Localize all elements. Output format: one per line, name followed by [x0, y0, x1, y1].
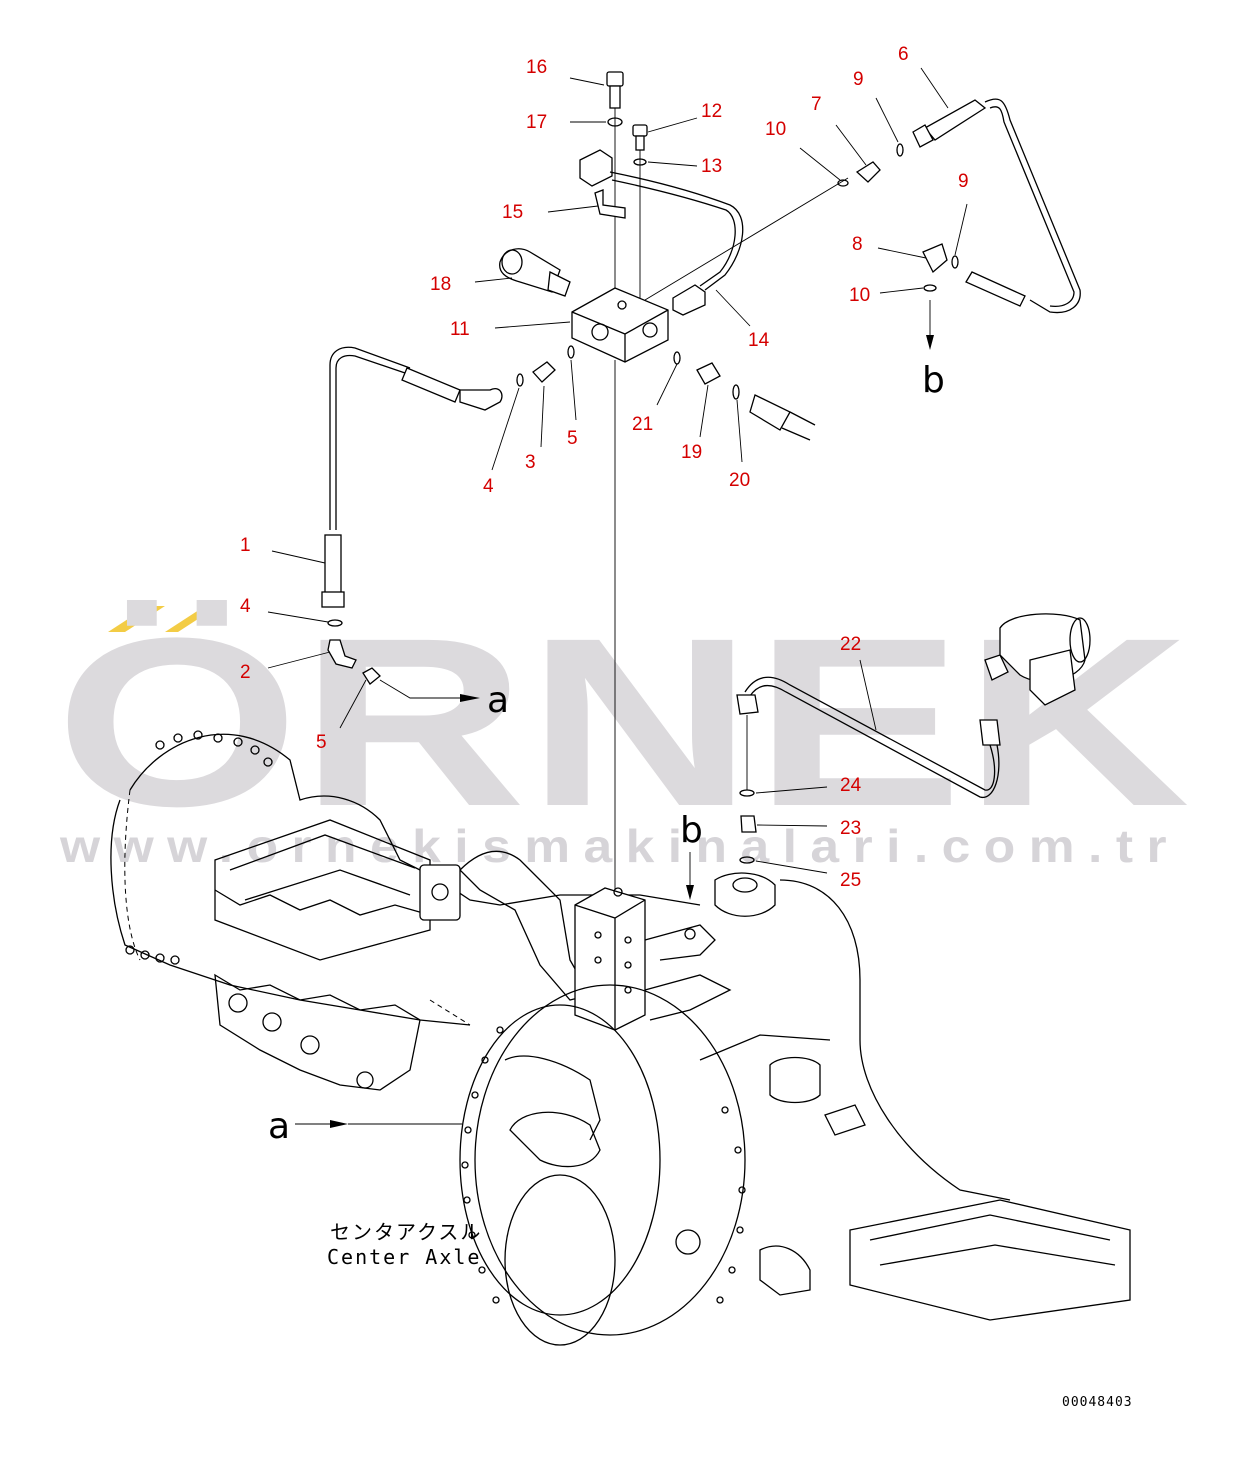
callout-18: 18 [430, 274, 451, 295]
callout-4-left: 4 [240, 596, 251, 617]
callout-23: 23 [840, 818, 861, 839]
callout-15: 15 [502, 202, 523, 223]
callout-3: 3 [525, 452, 536, 473]
axle-label-english: Center Axle [327, 1245, 481, 1269]
axle-label-japanese: センタアクスル [330, 1220, 482, 1244]
ref-letter-a-lower: a [268, 1106, 290, 1147]
callout-5-left: 5 [316, 732, 327, 753]
callout-6: 6 [898, 44, 909, 65]
callout-7: 7 [811, 94, 822, 115]
callout-9-top: 9 [853, 69, 864, 90]
callout-25: 25 [840, 870, 861, 891]
callout-17: 17 [526, 112, 547, 133]
callout-11: 11 [450, 319, 470, 340]
watermark-accent-left [108, 606, 165, 632]
watermark-accent-right [165, 606, 218, 632]
callout-16: 16 [526, 57, 547, 78]
hydraulic-parts [267, 67, 1091, 1128]
callout-20: 20 [729, 470, 750, 491]
axle-label: センタアクスル Center Axle [327, 1220, 482, 1269]
callout-10-right: 10 [849, 285, 870, 306]
drawing-number: 00048403 [1062, 1395, 1133, 1410]
callout-19: 19 [681, 442, 702, 463]
callout-14: 14 [748, 330, 770, 351]
callout-2: 2 [240, 662, 251, 683]
callout-4-top: 4 [483, 476, 494, 497]
callout-1: 1 [240, 535, 251, 556]
ref-letter-b-lower: b [680, 810, 703, 851]
callout-12: 12 [701, 101, 722, 122]
callout-24: 24 [840, 775, 862, 796]
reference-letters: a b b a [268, 360, 945, 1147]
callout-9-right: 9 [958, 171, 969, 192]
callouts: 16 17 12 13 15 18 11 14 10 7 9 6 9 8 10 … [240, 44, 969, 891]
callout-8: 8 [852, 234, 863, 255]
callout-10-top: 10 [765, 119, 786, 140]
ref-letter-b-upper: b [922, 360, 945, 401]
center-axle-drawing [110, 730, 1131, 1346]
callout-5-top: 5 [567, 428, 578, 449]
callout-21: 21 [632, 414, 653, 435]
ref-letter-a-upper: a [487, 680, 509, 721]
callout-13: 13 [701, 156, 722, 177]
watermark-url: www.ornekismakinalari.com.tr [59, 820, 1180, 872]
callout-22: 22 [840, 634, 861, 655]
